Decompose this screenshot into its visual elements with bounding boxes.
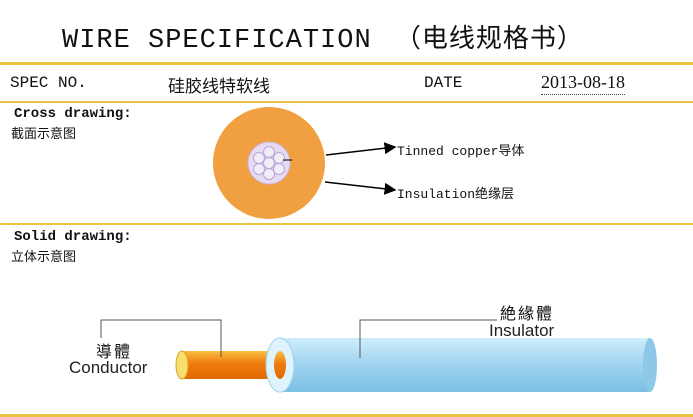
solid-wire-diagram <box>100 319 657 393</box>
insulation-callout: Insulation绝缘层 <box>397 183 514 202</box>
conductor-leader-line <box>100 319 222 357</box>
insulation-callout-cn: 绝缘层 <box>475 187 515 202</box>
conductor-callout-en: Tinned copper <box>397 144 499 159</box>
insulator-label-cn: 絶緣體 <box>500 304 555 323</box>
conductor-body <box>182 351 282 379</box>
top-rule <box>0 62 693 65</box>
date-value: 2013-08-18 <box>541 72 625 95</box>
title-english: WIRE SPECIFICATION <box>62 26 372 56</box>
conductor-in-jacket <box>274 351 286 379</box>
cross-drawing-subtitle: 截面示意图 <box>11 127 77 142</box>
conductor-callout-cn: 导体 <box>498 144 525 159</box>
insulator-body <box>280 338 650 392</box>
conductor-callout: Tinned copper导体 <box>397 140 524 159</box>
solid-drawing-title: Solid drawing: <box>14 229 132 245</box>
insulation-pointer-arrow <box>324 181 397 195</box>
spec-row-rule <box>0 101 693 103</box>
date-label: DATE <box>424 74 463 92</box>
conductor-pointer-arrow <box>325 142 397 156</box>
solid-drawing-subtitle: 立体示意图 <box>11 250 77 265</box>
cross-section-diagram <box>213 107 397 219</box>
section-divider <box>0 223 693 225</box>
document-title: WIRE SPECIFICATION （电线规格书） <box>62 18 584 56</box>
insulator-label-en: Insulator <box>489 321 555 340</box>
spec-no-label: SPEC NO. <box>10 74 87 92</box>
conductor-label-cn: 導體 <box>96 342 133 361</box>
copper-strands <box>253 146 285 180</box>
bottom-rule <box>0 414 693 417</box>
insulator-far-end <box>643 338 657 392</box>
conductor-end <box>175 350 189 380</box>
cross-drawing-title: Cross drawing: <box>14 106 132 122</box>
title-chinese: （电线规格书） <box>394 24 584 54</box>
spec-no-value: 硅胶线特软线 <box>168 77 270 97</box>
insulator-leader-line <box>359 319 497 358</box>
insulation-callout-en: Insulation <box>397 187 476 202</box>
conductor-label-en: Conductor <box>69 358 148 377</box>
